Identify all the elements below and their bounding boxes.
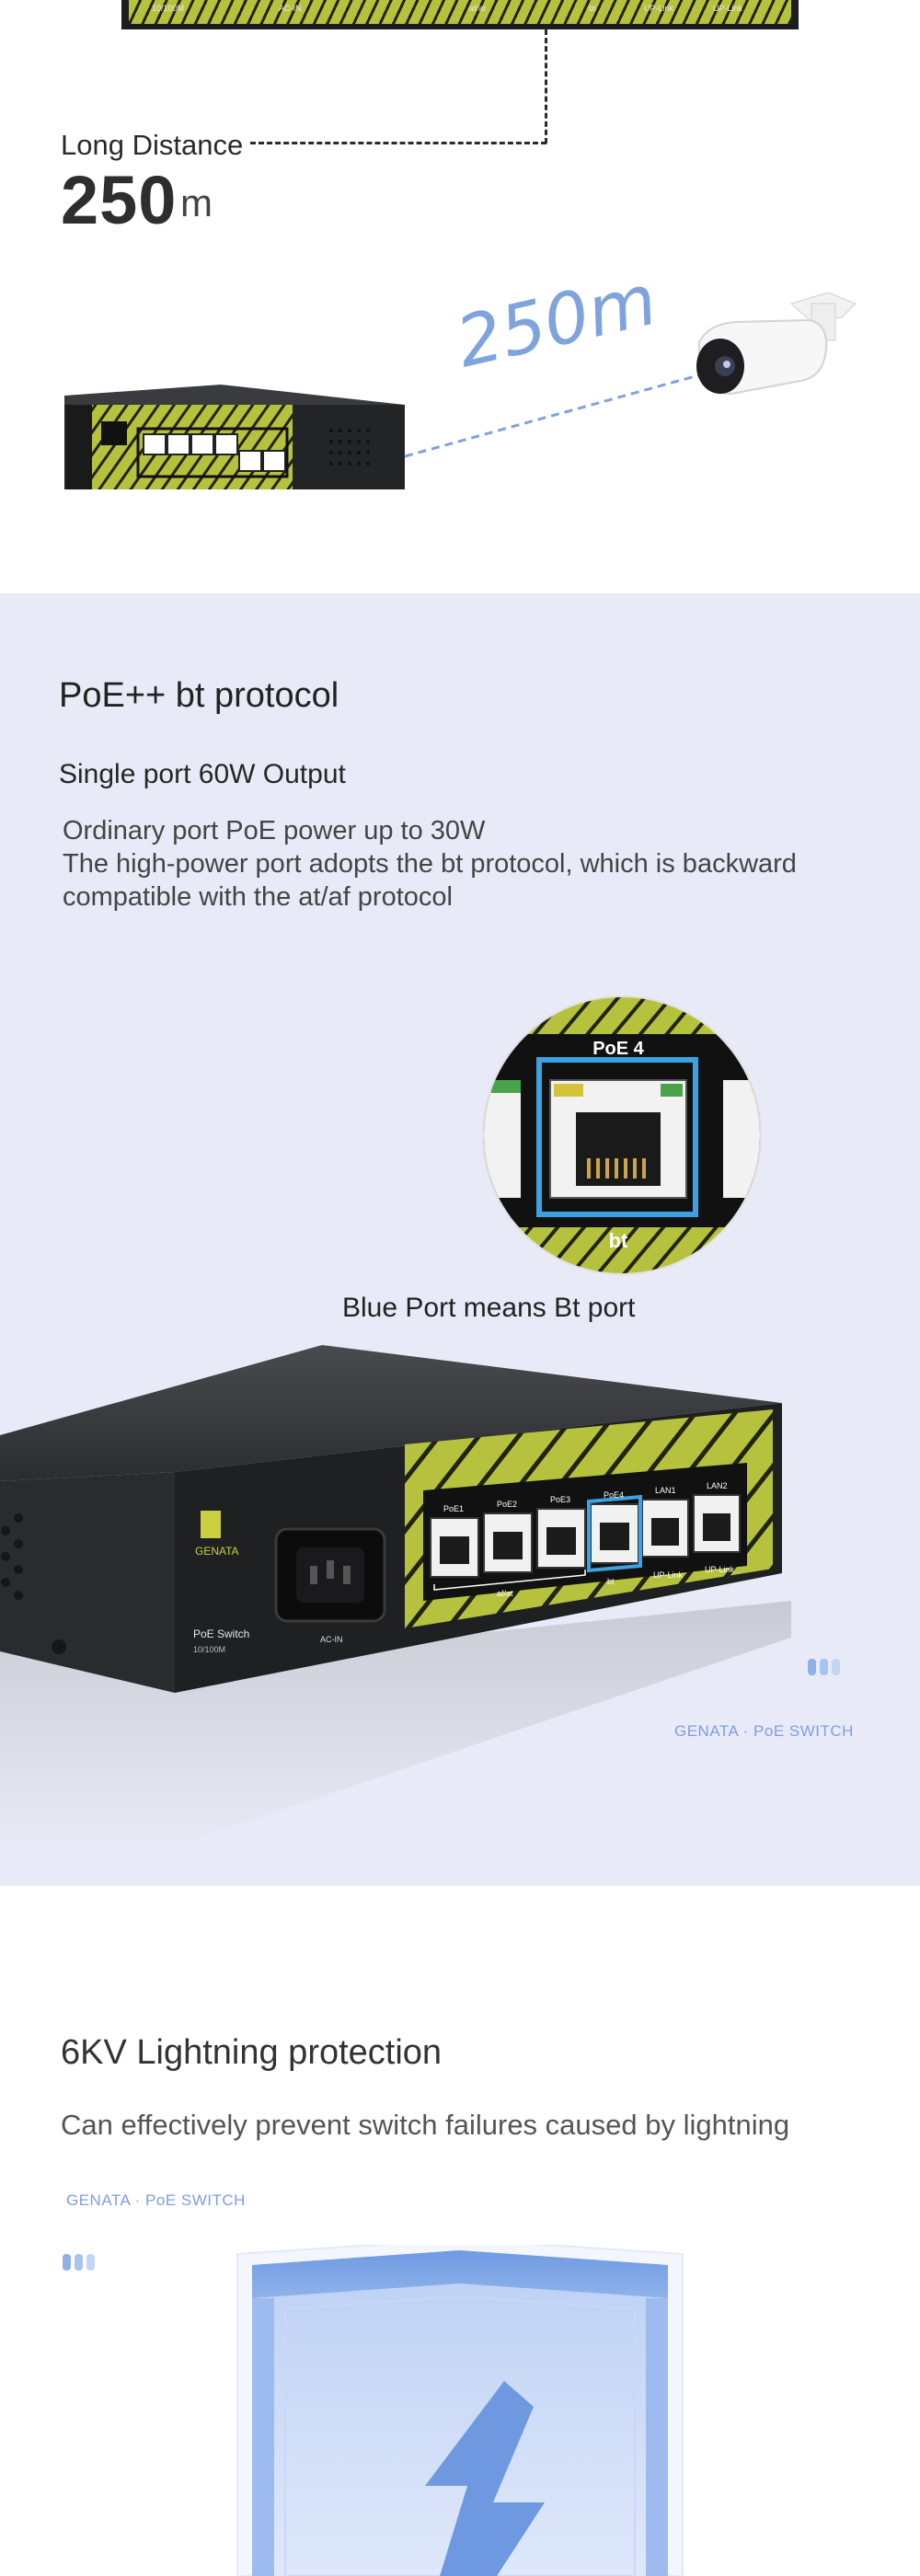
dot-icon bbox=[820, 1659, 828, 1675]
small-switch-illustration bbox=[64, 385, 405, 489]
lightning-section-title: 6KV Lightning protection bbox=[61, 2033, 443, 2072]
port-label-poe1: PoE1 bbox=[443, 1504, 464, 1513]
top-switch-label: bt bbox=[589, 4, 596, 13]
distance-dashed-line bbox=[404, 371, 709, 458]
long-distance-unit: m bbox=[180, 181, 213, 224]
switch-brand-logo: GENATA bbox=[195, 1545, 239, 1558]
poe-section-subtitle: Single port 60W Output bbox=[59, 759, 346, 789]
port-label-poe2: PoE2 bbox=[497, 1500, 517, 1509]
poe-description-line: Ordinary port PoE power up to 30W bbox=[63, 816, 486, 845]
top-switch-yellow-panel bbox=[129, 0, 791, 24]
poe-section-title: PoE++ bt protocol bbox=[59, 676, 339, 715]
port-label-lan1: LAN1 bbox=[655, 1486, 676, 1495]
port-label-poe3: PoE3 bbox=[550, 1495, 570, 1504]
long-distance-label: Long Distance bbox=[61, 129, 244, 161]
poe-description-line: The high-power port adopts the bt protoc… bbox=[63, 849, 797, 879]
dot-icon bbox=[75, 2254, 83, 2271]
top-switch-label: UP-Link bbox=[644, 4, 674, 13]
group-label-afat: af/at bbox=[497, 1589, 513, 1598]
switch-power-label: AC-IN bbox=[320, 1635, 343, 1644]
poe-description-line: compatible with the at/af protocol bbox=[63, 882, 453, 912]
long-distance-section bbox=[0, 0, 920, 593]
zoom-port-label: PoE 4 bbox=[592, 1039, 644, 1059]
long-distance-value: 250 bbox=[61, 162, 178, 238]
group-label-bt: bt bbox=[607, 1577, 615, 1586]
top-switch-label: UP-Link bbox=[713, 4, 743, 13]
group-label-uplink: UP-Link bbox=[705, 1565, 735, 1574]
distance-illustration bbox=[64, 292, 857, 489]
dot-icon bbox=[86, 2254, 95, 2271]
brand-tagline: GENATA · PoE SWITCH bbox=[674, 1722, 854, 1740]
switch-name-label: PoE Switch bbox=[193, 1627, 249, 1640]
zoom-bt-label: bt bbox=[609, 1229, 628, 1252]
poe-description: Ordinary port PoE power up to 30W The hi… bbox=[63, 814, 891, 914]
main-switch-illustration: GENATA PoE Switch 10/100M AC-IN PoE1 PoE… bbox=[0, 1345, 791, 1849]
leader-line-horizontal bbox=[250, 142, 546, 144]
dot-icon bbox=[63, 2254, 71, 2271]
decorative-dots bbox=[808, 1659, 844, 1680]
top-switch-label: 10/100M bbox=[152, 4, 185, 13]
dot-icon bbox=[832, 1659, 840, 1675]
camera-illustration bbox=[696, 292, 857, 396]
switch-speed-label: 10/100M bbox=[193, 1645, 225, 1654]
leader-line-vertical bbox=[545, 29, 547, 144]
top-switch-label: af/at bbox=[469, 4, 486, 13]
brand-tagline: GENATA · PoE SWITCH bbox=[66, 2191, 246, 2209]
port-zoom-illustration: PoE 4 bt bbox=[484, 997, 760, 1273]
decorative-dots bbox=[63, 2254, 98, 2275]
dot-icon bbox=[808, 1659, 816, 1675]
port-label-lan2: LAN2 bbox=[707, 1481, 728, 1490]
top-switch-label: AC-IN bbox=[279, 4, 302, 13]
group-label-uplink: UP-Link bbox=[653, 1570, 684, 1580]
port-zoom-circle: PoE 4 bt bbox=[482, 995, 762, 1275]
lightning-section-subtitle: Can effectively prevent switch failures … bbox=[61, 2109, 790, 2141]
lightning-shield-icon bbox=[236, 2245, 684, 2576]
blue-port-caption: Blue Port means Bt port bbox=[342, 1293, 636, 1323]
port-label-poe4: PoE4 bbox=[604, 1490, 624, 1500]
